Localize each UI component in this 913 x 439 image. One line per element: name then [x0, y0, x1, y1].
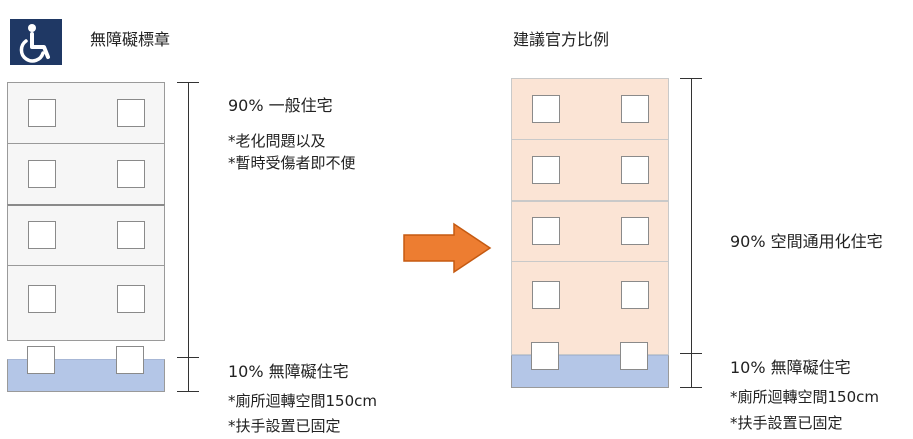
proposal-title: 建議官方比例 [513, 30, 610, 49]
bracket-line [691, 78, 692, 388]
bracket-mid-tick [680, 353, 702, 354]
bracket-line [188, 82, 189, 392]
bracket-bottom-tick [680, 387, 702, 388]
floor-2 [511, 261, 669, 355]
floor-2 [7, 265, 165, 341]
window [621, 217, 649, 245]
window [620, 342, 648, 370]
floor-3 [511, 200, 669, 262]
right-upper-percent: 90% 空間通用化住宅 [730, 232, 883, 251]
window [532, 156, 560, 184]
right-lower-note-1: *廁所迴轉空間150cm [730, 388, 879, 406]
window [621, 281, 649, 309]
window [532, 281, 560, 309]
window [531, 342, 559, 370]
accessibility-label: 無障礙標章 [90, 30, 171, 49]
window [28, 160, 56, 188]
window [28, 221, 56, 249]
left-upper-note-2: *暫時受傷者即不便 [228, 154, 356, 172]
window [28, 285, 56, 313]
left-building [7, 82, 165, 392]
floor-3 [7, 204, 165, 266]
bracket-bottom-tick [177, 391, 199, 392]
window [117, 160, 145, 188]
right-lower-percent: 10% 無障礙住宅 [730, 358, 851, 377]
floor-5 [7, 82, 165, 144]
floor-4 [7, 143, 165, 205]
left-lower-note-1: *廁所迴轉空間150cm [228, 392, 377, 410]
window [27, 346, 55, 374]
window [116, 346, 144, 374]
floor-5 [511, 78, 669, 140]
accessibility-symbol [10, 19, 62, 65]
right-lower-note-2: *扶手設置已固定 [730, 414, 843, 432]
window [532, 95, 560, 123]
right-arrow-icon [403, 222, 492, 274]
window [621, 95, 649, 123]
left-lower-note-2: *扶手設置已固定 [228, 417, 341, 435]
window [621, 156, 649, 184]
left-upper-note-1: *老化問題以及 [228, 132, 326, 150]
floor-4 [511, 139, 669, 201]
window [117, 221, 145, 249]
bracket-mid-tick [177, 357, 199, 358]
right-building [511, 78, 669, 388]
left-lower-percent: 10% 無障礙住宅 [228, 362, 349, 381]
window [28, 99, 56, 127]
wheelchair-icon [19, 24, 50, 63]
window [532, 217, 560, 245]
window [117, 99, 145, 127]
left-upper-percent: 90% 一般住宅 [228, 96, 333, 115]
window [117, 285, 145, 313]
